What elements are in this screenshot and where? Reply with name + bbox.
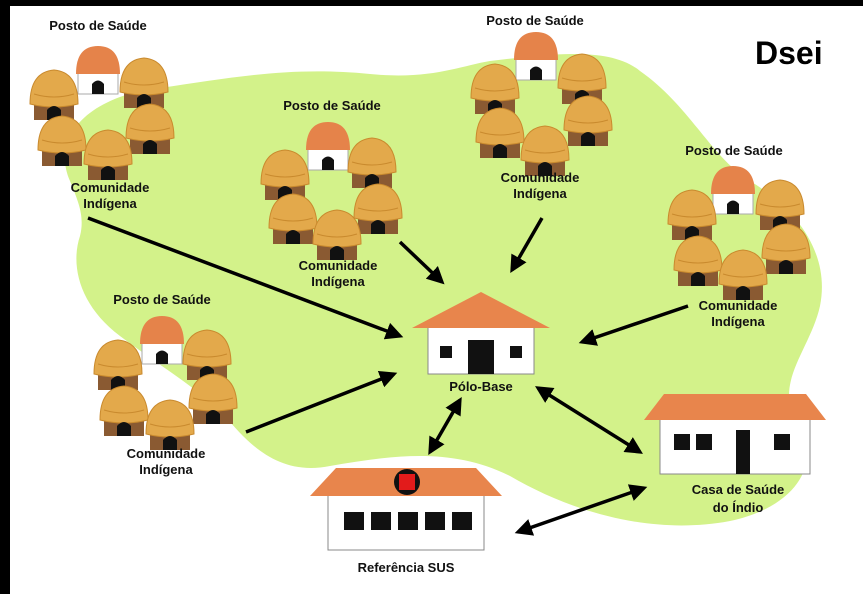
arrow-community-to-polo	[510, 217, 544, 274]
polo-base-building: Pólo-Base	[412, 292, 550, 394]
hut-icon	[182, 329, 232, 381]
posto-label: Posto de Saúde	[49, 18, 147, 33]
posto-de-saude-icon	[710, 165, 756, 215]
community-top-left: Posto de Saúde Comunidade Indígena	[29, 18, 175, 211]
community-top-center: Posto de Saúde Comunidade Indígena	[470, 13, 613, 201]
arrow-community-to-polo	[578, 304, 689, 346]
community-label: Comunidade	[501, 170, 580, 185]
hut-icon	[470, 63, 520, 115]
arrow-community-to-polo	[245, 370, 398, 434]
community-label: Comunidade	[71, 180, 150, 195]
casa-saude-label: Casa de Saúde	[692, 482, 785, 497]
hut-icon	[667, 189, 717, 241]
hut-icon	[755, 179, 805, 231]
arrow-referencia-casa-saude	[514, 484, 648, 536]
hut-icon	[145, 399, 195, 451]
casa-saude-label: do Índio	[713, 500, 764, 515]
hut-icon	[268, 193, 318, 245]
referencia-sus-building: Referência SUS	[310, 468, 502, 575]
hut-icon	[673, 235, 723, 287]
community-label: Indígena	[711, 314, 765, 329]
hut-icon	[125, 103, 175, 155]
hut-icon	[29, 69, 79, 121]
community-label: Comunidade	[127, 446, 206, 461]
hut-icon	[347, 137, 397, 189]
arrow-community-to-polo	[398, 240, 445, 285]
hut-icon	[93, 339, 143, 391]
posto-de-saude-icon	[305, 121, 351, 171]
hut-icon	[520, 125, 570, 177]
hut-icon	[312, 209, 362, 261]
polo-base-label: Pólo-Base	[449, 379, 513, 394]
dsei-diagram: Dsei Posto de Saúde Comunidade Indígena …	[29, 13, 826, 575]
referencia-sus-label: Referência SUS	[358, 560, 455, 575]
connections	[87, 216, 689, 536]
community-label: Comunidade	[299, 258, 378, 273]
arrow-polo-casa-saude	[535, 386, 643, 454]
diagram-title: Dsei	[755, 35, 823, 71]
hut-icon	[260, 149, 310, 201]
hut-icon	[563, 95, 613, 147]
posto-de-saude-icon	[513, 31, 559, 81]
hut-icon	[475, 107, 525, 159]
arrow-polo-referencia	[428, 396, 462, 456]
community-label: Comunidade	[699, 298, 778, 313]
casa-saude-building: Casa de Saúde do Índio	[644, 394, 826, 515]
posto-label: Posto de Saúde	[113, 292, 211, 307]
hut-icon	[37, 115, 87, 167]
diagram-canvas: Dsei Posto de Saúde Comunidade Indígena …	[10, 6, 863, 594]
posto-label: Posto de Saúde	[685, 143, 783, 158]
hut-icon	[718, 249, 768, 301]
community-label: Indígena	[513, 186, 567, 201]
hut-icon	[83, 129, 133, 181]
community-label: Indígena	[311, 274, 365, 289]
hut-icon	[557, 53, 607, 105]
posto-label: Posto de Saúde	[486, 13, 584, 28]
hut-icon	[761, 223, 811, 275]
community-label: Indígena	[83, 196, 137, 211]
posto-de-saude-icon	[139, 315, 185, 365]
hut-icon	[188, 373, 238, 425]
community-right: Posto de Saúde Comunidade Indígena	[667, 143, 811, 329]
arrow-community-to-polo	[87, 216, 404, 340]
posto-label: Posto de Saúde	[283, 98, 381, 113]
community-label: Indígena	[139, 462, 193, 477]
hut-icon	[99, 385, 149, 437]
community-center: Posto de Saúde Comunidade Indígena	[260, 98, 403, 289]
hut-icon	[119, 57, 169, 109]
posto-de-saude-icon	[75, 45, 121, 95]
community-lower-left: Posto de Saúde Comunidade Indígena	[93, 292, 238, 477]
hut-icon	[353, 183, 403, 235]
